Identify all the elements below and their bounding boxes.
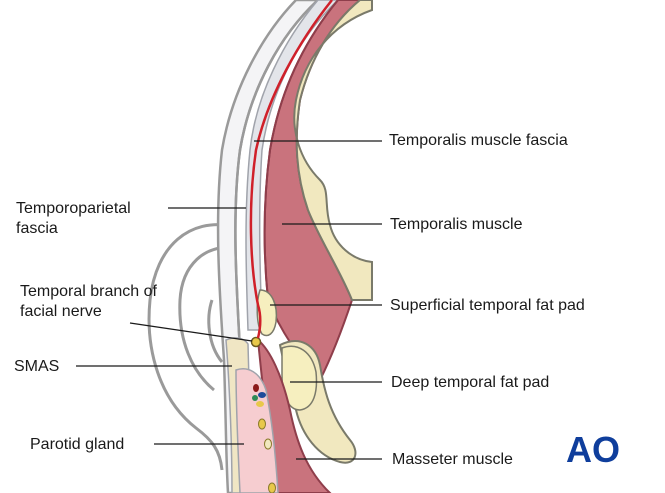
label-temporalis-muscle: Temporalis muscle: [390, 216, 523, 233]
label-temporoparietal-line1: Temporoparietal: [16, 200, 131, 217]
label-parotid-gland: Parotid gland: [30, 436, 125, 453]
ear-outline: [147, 223, 235, 471]
leader-lines: [76, 140, 382, 460]
label-facial-nerve: Temporal branch of facial nerve: [20, 282, 157, 322]
parotid-dots: [252, 384, 276, 493]
label-smas: SMAS: [14, 358, 60, 375]
parotid-gland-shape: [235, 368, 279, 493]
label-masseter-muscle: Masseter muscle: [392, 451, 513, 468]
nerve-point: [250, 336, 262, 348]
label-nerve-line2: facial nerve: [20, 303, 102, 320]
skull-bone: [293, 0, 373, 301]
label-nerve-line1: Temporal branch of: [20, 283, 157, 300]
label-temporalis-fascia: Temporalis muscle fascia: [389, 132, 568, 149]
label-temporoparietal-line2: fascia: [16, 220, 58, 237]
facial-nerve-path: [249, 0, 333, 339]
ao-logo: AO: [566, 432, 620, 466]
superficial-fat-pad: [256, 289, 278, 337]
temporalis-fascia-shape: [263, 0, 339, 301]
label-temporoparietal-fascia: Temporoparietal fascia: [16, 199, 131, 239]
label-superficial-fat-pad: Superficial temporal fat pad: [390, 297, 585, 314]
label-deep-fat-pad: Deep temporal fat pad: [391, 374, 550, 391]
ao-logo-text: AO: [566, 432, 620, 466]
